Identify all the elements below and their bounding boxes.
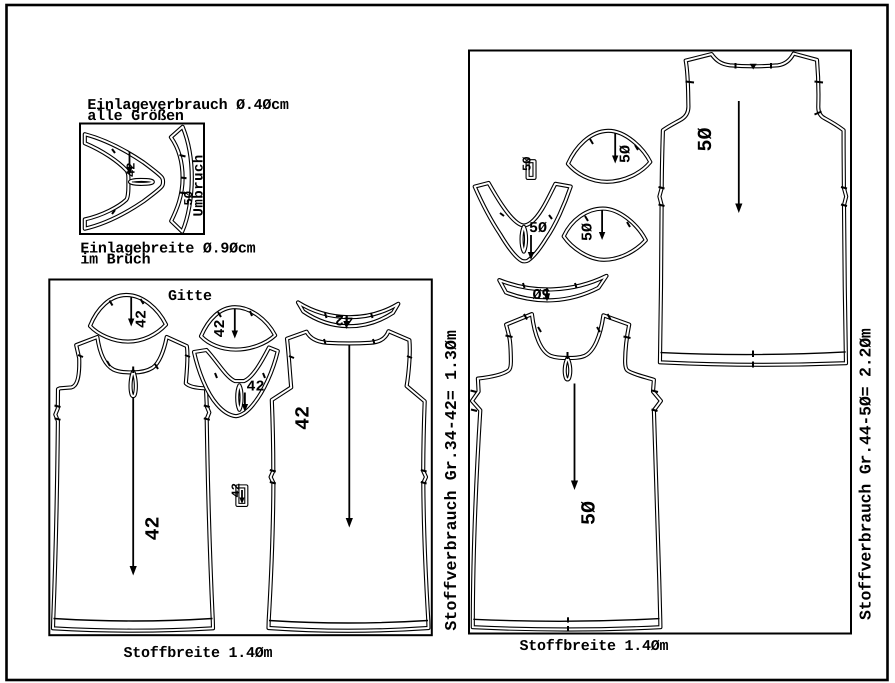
- svg-text:im Bruch: im Bruch: [80, 252, 150, 269]
- svg-text:42: 42: [247, 379, 265, 396]
- svg-text:5Ø: 5Ø: [579, 501, 602, 525]
- svg-text:Gitte: Gitte: [168, 288, 212, 305]
- svg-text:Umbruch: Umbruch: [191, 154, 207, 216]
- svg-text:alle Größen: alle Größen: [87, 108, 184, 125]
- svg-text:42: 42: [335, 311, 353, 328]
- svg-text:42: 42: [230, 483, 244, 497]
- svg-text:42: 42: [293, 406, 316, 430]
- svg-text:42: 42: [125, 163, 139, 177]
- svg-text:5Ø: 5Ø: [618, 145, 635, 163]
- svg-text:Stoffbreite 1.4Øm: Stoffbreite 1.4Øm: [520, 638, 669, 655]
- svg-text:5Ø: 5Ø: [532, 284, 550, 301]
- svg-text:5Ø: 5Ø: [529, 220, 547, 237]
- svg-text:Stoffverbrauch Gr.44-5Ø= 2.2Øm: Stoffverbrauch Gr.44-5Ø= 2.2Øm: [857, 328, 876, 620]
- svg-text:Stoffbreite 1.4Øm: Stoffbreite 1.4Øm: [124, 645, 273, 662]
- svg-text:42: 42: [212, 319, 229, 337]
- svg-text:5Ø: 5Ø: [580, 223, 597, 241]
- svg-text:42: 42: [134, 310, 151, 328]
- svg-text:Stoffverbrauch Gr.34-42= 1.3Øm: Stoffverbrauch Gr.34-42= 1.3Øm: [442, 330, 461, 631]
- svg-text:Einlageverbrauch Ø.4Øcm: Einlageverbrauch Ø.4Øcm: [87, 97, 289, 114]
- svg-text:5Ø: 5Ø: [695, 127, 718, 151]
- svg-text:5Ø: 5Ø: [182, 191, 196, 205]
- svg-text:42: 42: [143, 516, 166, 540]
- svg-text:Einlagebreite Ø.9Øcm: Einlagebreite Ø.9Øcm: [80, 241, 255, 258]
- svg-text:5Ø: 5Ø: [521, 157, 535, 171]
